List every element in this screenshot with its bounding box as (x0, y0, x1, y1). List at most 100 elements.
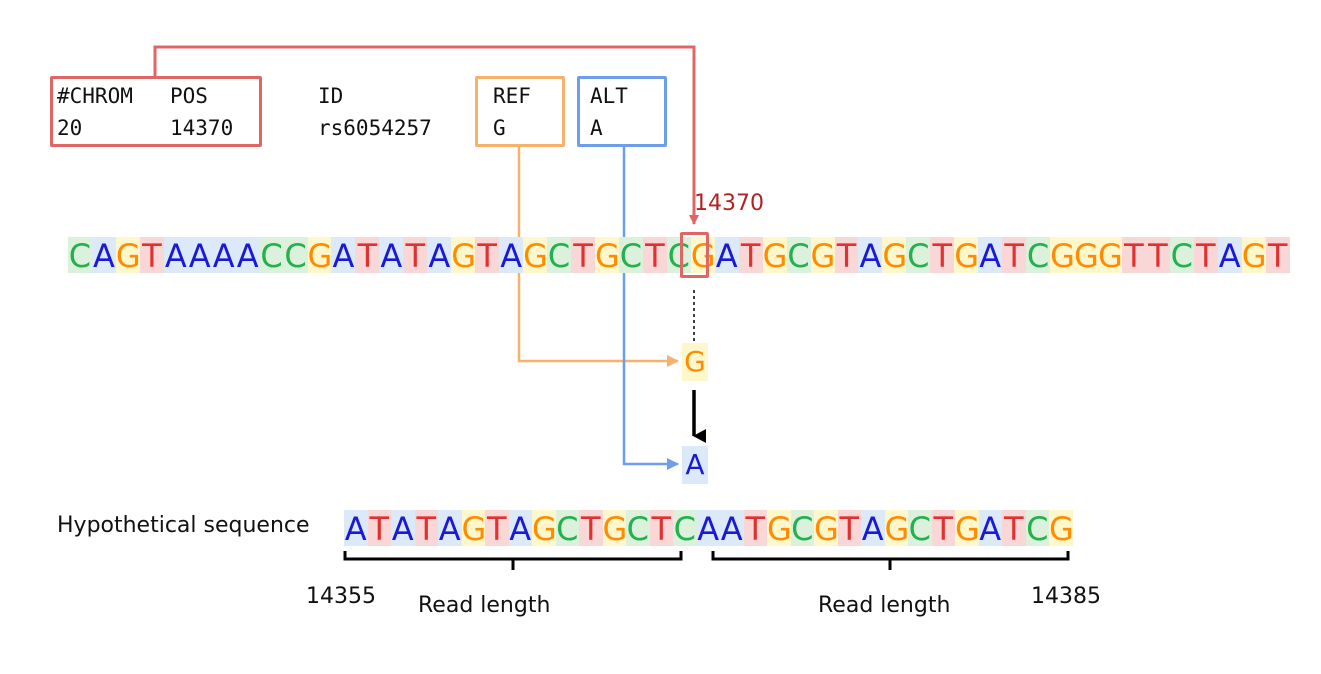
reference-base-T: T (1002, 237, 1027, 274)
hypothetical-base-A: A (978, 510, 1002, 548)
reference-base-T: T (139, 237, 164, 274)
hypothetical-base-A: A (720, 510, 744, 548)
reference-base-T: T (571, 237, 595, 274)
vcf-id-header: ID (318, 84, 344, 108)
reference-base-G: G (882, 237, 908, 275)
reference-base-C: C (906, 237, 931, 275)
reference-base-G: G (1097, 237, 1123, 275)
reference-base-A: A (163, 237, 188, 275)
vcf-alt-value: A (590, 116, 603, 140)
hypothetical-base-T: T (367, 510, 391, 548)
reference-base-C: C (618, 237, 643, 275)
reference-base-G: G (594, 237, 620, 275)
vcf-id-value: rs6054257 (318, 116, 432, 140)
hypothetical-base-G: G (602, 510, 628, 548)
reference-base-A: A (187, 237, 212, 275)
right-read-brace (711, 551, 1070, 570)
hypothetical-base-C: C (626, 510, 650, 548)
end-position-label: 14385 (1031, 584, 1101, 609)
reference-base-A: A (978, 237, 1003, 275)
reference-base-C: C (283, 237, 308, 275)
hypothetical-base-T: T (1002, 510, 1026, 548)
reference-base-A: A (91, 237, 116, 275)
reference-base-T: T (930, 237, 955, 274)
reference-base-A: A (499, 237, 524, 275)
reference-base-G: G (115, 237, 141, 275)
hypothetical-base-G: G (461, 510, 487, 548)
hypothetical-base-T: T (579, 510, 603, 548)
alt-base: A (682, 446, 708, 484)
ref-box (475, 76, 565, 147)
hypothetical-base-G: G (814, 510, 839, 548)
right-read-length-label: Read length (818, 593, 951, 618)
reference-base-A: A (1217, 237, 1242, 275)
variant-highlight-box (680, 232, 709, 278)
hypothetical-base-T: T (837, 510, 861, 548)
alt-connector (622, 147, 679, 470)
reference-base-T: T (403, 237, 428, 274)
reference-base-C: C (786, 237, 811, 275)
reference-base-G: G (762, 237, 788, 275)
reference-base-A: A (235, 237, 260, 275)
reference-base-A: A (331, 237, 356, 275)
hypothetical-base-A: A (344, 510, 368, 548)
left-read-brace (343, 551, 683, 570)
ref-base: G (682, 343, 708, 381)
hypothetical-base-T: T (931, 510, 955, 548)
reference-base-A: A (714, 237, 739, 275)
vcf-chrom-value: 20 (57, 116, 83, 140)
reference-base-G: G (954, 237, 980, 275)
reference-base-C: C (259, 237, 284, 275)
reference-base-C: C (547, 237, 572, 275)
hypothetical-base-A: A (696, 510, 720, 548)
alt-box (577, 76, 667, 147)
reference-base-C: C (666, 237, 691, 275)
hypothetical-base-T: T (414, 510, 438, 548)
variant-position-label: 14370 (694, 191, 764, 216)
reference-base-T: T (355, 237, 380, 274)
hypothetical-base-T: T (649, 510, 673, 548)
hypothetical-base-G: G (767, 510, 792, 548)
reference-base-T: T (1265, 237, 1290, 274)
reference-base-T: T (642, 237, 667, 274)
hypothetical-base-T: T (485, 510, 509, 548)
reference-base-A: A (427, 237, 452, 275)
hypothetical-base-C: C (1025, 510, 1049, 548)
reference-base-C: C (68, 237, 92, 275)
reference-base-G: G (810, 237, 836, 275)
vcf-alt-header: ALT (590, 84, 628, 108)
reference-base-T: T (1121, 237, 1146, 274)
left-read-length-label: Read length (418, 593, 551, 618)
reference-base-G: G (451, 237, 477, 275)
reference-base-C: C (1026, 237, 1051, 275)
hypothetical-base-A: A (438, 510, 462, 548)
hypothetical-base-A: A (861, 510, 885, 548)
reference-base-T: T (834, 237, 859, 274)
chrom-pos-connector (153, 45, 699, 225)
reference-base-G: G (1241, 237, 1267, 275)
reference-base-A: A (211, 237, 236, 275)
hypothetical-base-G: G (884, 510, 910, 548)
start-position-label: 14355 (306, 584, 376, 609)
hypothetical-base-G: G (955, 510, 980, 548)
vcf-pos-header: POS (170, 84, 208, 108)
hypothetical-base-T: T (743, 510, 767, 548)
reference-base-G: G (307, 237, 333, 275)
hypothetical-base-C: C (673, 510, 697, 548)
reference-base-A: A (858, 237, 883, 275)
vcf-pos-value: 14370 (170, 116, 234, 140)
vcf-ref-value: G (493, 116, 506, 140)
reference-base-G: G (1050, 237, 1075, 275)
hypothetical-base-A: A (508, 510, 532, 548)
reference-base-T: T (1193, 237, 1218, 274)
hypothetical-base-C: C (790, 510, 814, 548)
vcf-ref-header: REF (493, 84, 531, 108)
chrom-pos-box (50, 76, 262, 147)
reference-base-T: T (1145, 237, 1170, 274)
reference-base-G: G (1074, 237, 1099, 275)
hypothetical-sequence-label: Hypothetical sequence (57, 513, 310, 538)
vcf-chrom-header: #CHROM (57, 84, 133, 108)
